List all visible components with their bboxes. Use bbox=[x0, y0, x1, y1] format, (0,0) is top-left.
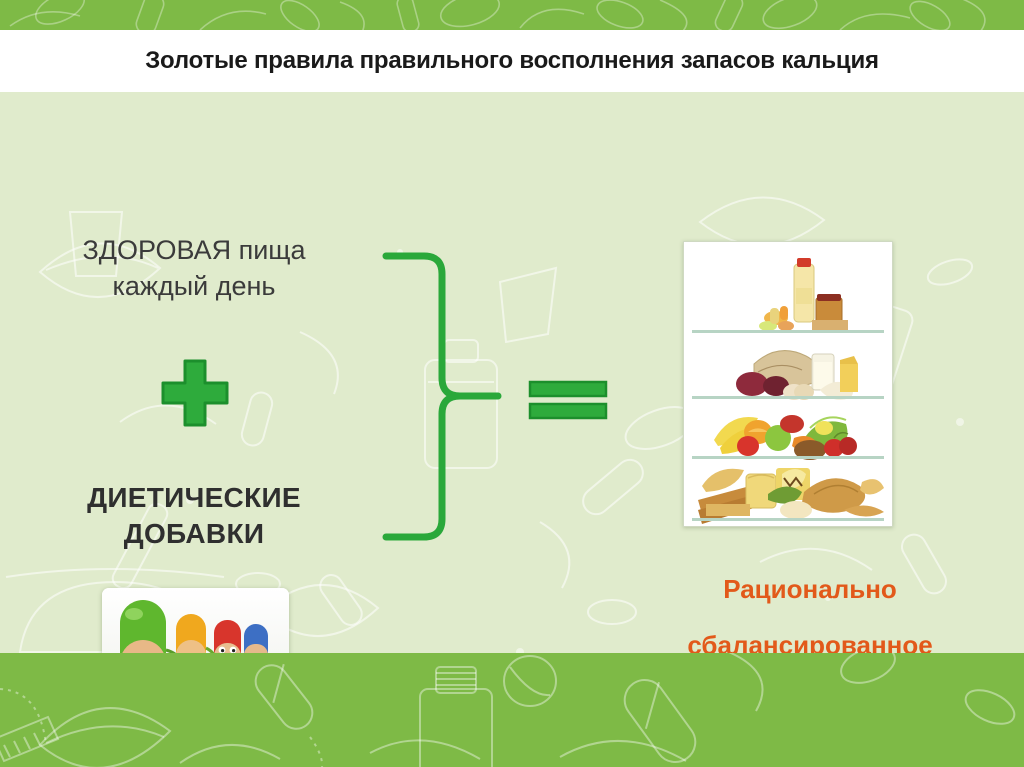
plus-icon-glyph bbox=[161, 359, 229, 427]
dietary-supplements-label: ДИЕТИЧЕСКИЕ ДОБАВКИ bbox=[24, 480, 364, 553]
plus-icon bbox=[160, 358, 230, 428]
page-title: Золотые правила правильного восполнения … bbox=[145, 46, 879, 74]
bottom-band-pattern bbox=[0, 653, 1016, 767]
curly-brace-icon bbox=[378, 250, 508, 545]
curly-brace-glyph bbox=[382, 252, 502, 541]
top-band-pattern bbox=[9, 0, 986, 30]
caption-line-1: Рационально bbox=[723, 574, 897, 604]
title-band: Золотые правила правильного восполнения … bbox=[0, 30, 1024, 92]
equals-icon bbox=[528, 380, 608, 420]
capsule-characters-image bbox=[102, 588, 289, 653]
capsule-characters-artwork bbox=[102, 588, 289, 653]
healthy-food-line-2: каждый день bbox=[112, 271, 276, 302]
supplements-line-2: ДОБАВКИ bbox=[123, 518, 265, 550]
healthy-food-line-1: ЗДОРОВАЯ пища bbox=[82, 235, 306, 265]
caption-line-2: сбалансированное bbox=[687, 629, 933, 653]
bottom-green-band: TIENS bbox=[0, 653, 1024, 767]
food-pyramid-artwork bbox=[684, 242, 892, 526]
slide-body: ЗДОРОВАЯ пища каждый день ДИЕТИЧЕСКИЕ ДО… bbox=[0, 92, 1024, 653]
food-pyramid-image bbox=[683, 241, 893, 527]
equals-icon-glyph bbox=[528, 380, 608, 420]
balanced-nutrition-caption: Рационально сбалансированное питание bbox=[600, 562, 1020, 653]
supplements-line-1: ДИЕТИЧЕСКИЕ bbox=[87, 482, 301, 513]
healthy-food-label: ЗДОРОВАЯ пища каждый день bbox=[24, 232, 364, 305]
top-green-band bbox=[0, 0, 1024, 30]
